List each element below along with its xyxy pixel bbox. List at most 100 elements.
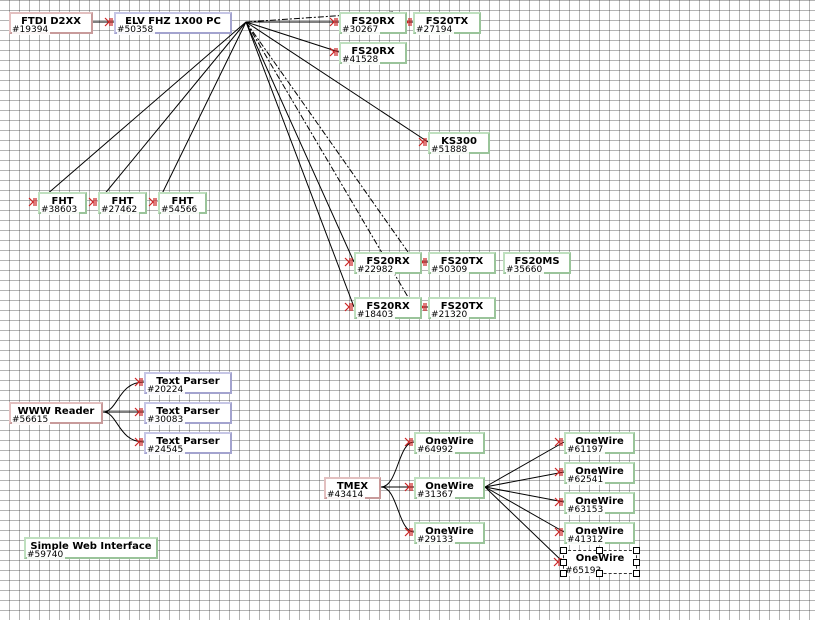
connection-wire[interactable] — [484, 486, 564, 563]
node-id: #31367 — [417, 490, 456, 500]
node-title: FHT — [171, 196, 194, 207]
connection-wire[interactable] — [245, 21, 355, 308]
node-fs20tx-27194[interactable]: FS20TX #27194 — [413, 12, 481, 35]
node-id: #27194 — [416, 25, 455, 35]
node-www-reader[interactable]: WWW Reader #56615 — [9, 402, 103, 425]
node-id: #38603 — [41, 205, 80, 215]
connection-wire[interactable] — [97, 21, 247, 203]
node-title: FHT — [111, 196, 134, 207]
node-simple-web-interface[interactable]: Simple Web Interface #59740 — [24, 537, 158, 560]
node-title: FS20TX — [425, 16, 469, 27]
node-title: FS20TX — [440, 301, 484, 312]
connection-wire[interactable] — [380, 486, 415, 533]
node-fs20tx-21320[interactable]: FS20TX #21320 — [428, 297, 496, 320]
connection-wire[interactable] — [484, 471, 565, 488]
connector-pin-icon — [404, 437, 413, 447]
node-ftdi-d2xx[interactable]: FTDI D2XX #19394 — [9, 12, 93, 35]
node-fht-54566[interactable]: FHT #54566 — [158, 192, 207, 215]
node-text-parser-20224[interactable]: Text Parser #20224 — [144, 372, 232, 395]
node-fs20rx-22982[interactable]: FS20RX #22982 — [354, 252, 422, 275]
resize-handle[interactable] — [560, 547, 567, 554]
node-id: #54566 — [161, 205, 200, 215]
node-text-parser-24545[interactable]: Text Parser #24545 — [144, 432, 232, 455]
connection-wire[interactable] — [484, 486, 565, 533]
node-elv-fhz[interactable]: ELV FHZ 1X00 PC #50358 — [114, 12, 232, 35]
node-tmex[interactable]: TMEX #43414 — [324, 477, 381, 500]
node-title: TMEX — [336, 481, 369, 492]
connection-wire[interactable] — [245, 21, 340, 53]
connector-pin-icon — [28, 197, 37, 207]
resize-handle[interactable] — [560, 559, 567, 566]
node-title: ELV FHZ 1X00 PC — [125, 16, 221, 27]
connection-wire[interactable] — [245, 21, 355, 263]
resize-handle[interactable] — [596, 570, 603, 577]
node-title: FTDI D2XX — [21, 16, 81, 27]
node-title: FS20MS — [514, 256, 560, 267]
node-id: #30267 — [342, 25, 381, 35]
node-id: #41528 — [342, 55, 381, 65]
node-id: #27462 — [101, 205, 140, 215]
node-id: #62541 — [567, 475, 606, 485]
connector-pin-icon — [418, 137, 427, 147]
node-title: Text Parser — [156, 406, 220, 417]
node-onewire-41312[interactable]: OneWire #41312 — [564, 522, 635, 545]
connector-pin-icon — [134, 437, 143, 447]
node-fs20rx-41528[interactable]: FS20RX #41528 — [339, 42, 407, 65]
node-fs20rx-18403[interactable]: FS20RX #18403 — [354, 297, 422, 320]
resize-handle[interactable] — [633, 570, 640, 577]
node-id: #64992 — [417, 445, 456, 455]
resize-handle[interactable] — [560, 570, 567, 577]
node-id: #24545 — [147, 445, 186, 455]
resize-handle[interactable] — [596, 547, 603, 554]
connection-wire[interactable] — [245, 21, 429, 143]
node-onewire-63153[interactable]: OneWire #63153 — [564, 492, 635, 515]
connection-wire[interactable] — [157, 21, 247, 203]
node-ks300-51888[interactable]: KS300 #51888 — [428, 132, 490, 155]
node-id: #22982 — [357, 265, 396, 275]
connection-wire[interactable] — [484, 441, 565, 488]
node-id: #19394 — [12, 25, 51, 35]
node-id: #30083 — [147, 415, 186, 425]
node-title: FS20RX — [366, 301, 410, 312]
connector-pin-icon — [148, 197, 157, 207]
node-onewire-61197[interactable]: OneWire #61197 — [564, 432, 635, 455]
node-fs20tx-50309[interactable]: FS20TX #50309 — [428, 252, 496, 275]
connector-pin-icon — [554, 497, 563, 507]
connector-pin-icon — [329, 17, 338, 27]
node-title: FHT — [51, 196, 74, 207]
connector-pin-icon — [404, 527, 413, 537]
node-id: #20224 — [147, 385, 186, 395]
node-id: #21320 — [431, 310, 470, 320]
connection-wire[interactable] — [102, 411, 145, 443]
node-title: OneWire — [425, 526, 474, 537]
connection-wire[interactable] — [245, 21, 409, 298]
node-fs20rx-30267[interactable]: FS20RX #30267 — [339, 12, 407, 35]
node-title: OneWire — [425, 481, 474, 492]
node-title: Text Parser — [156, 436, 220, 447]
connection-wire[interactable] — [245, 21, 409, 253]
node-onewire-65193[interactable]: OneWire #65193 — [560, 547, 640, 577]
node-fht-38603[interactable]: FHT #38603 — [38, 192, 87, 215]
node-fs20ms-35660[interactable]: FS20MS #35660 — [503, 252, 571, 275]
node-text-parser-30083[interactable]: Text Parser #30083 — [144, 402, 232, 425]
node-title: FS20RX — [366, 256, 410, 267]
node-id: #51888 — [431, 145, 470, 155]
node-title: Text Parser — [156, 376, 220, 387]
node-id: #63153 — [567, 505, 606, 515]
node-id: #50358 — [117, 25, 156, 35]
node-onewire-64992[interactable]: OneWire #64992 — [414, 432, 485, 455]
node-onewire-62541[interactable]: OneWire #62541 — [564, 462, 635, 485]
node-onewire-31367[interactable]: OneWire #31367 — [414, 477, 485, 500]
resize-handle[interactable] — [633, 559, 640, 566]
node-onewire-29133[interactable]: OneWire #29133 — [414, 522, 485, 545]
connection-wire[interactable] — [380, 441, 415, 488]
node-id: #43414 — [327, 490, 366, 500]
connection-wire[interactable] — [484, 486, 565, 503]
connection-wire[interactable] — [102, 381, 145, 413]
node-fht-27462[interactable]: FHT #27462 — [98, 192, 147, 215]
node-id: #41312 — [567, 535, 606, 545]
resize-handle[interactable] — [633, 547, 640, 554]
connection-wire[interactable] — [37, 21, 247, 203]
